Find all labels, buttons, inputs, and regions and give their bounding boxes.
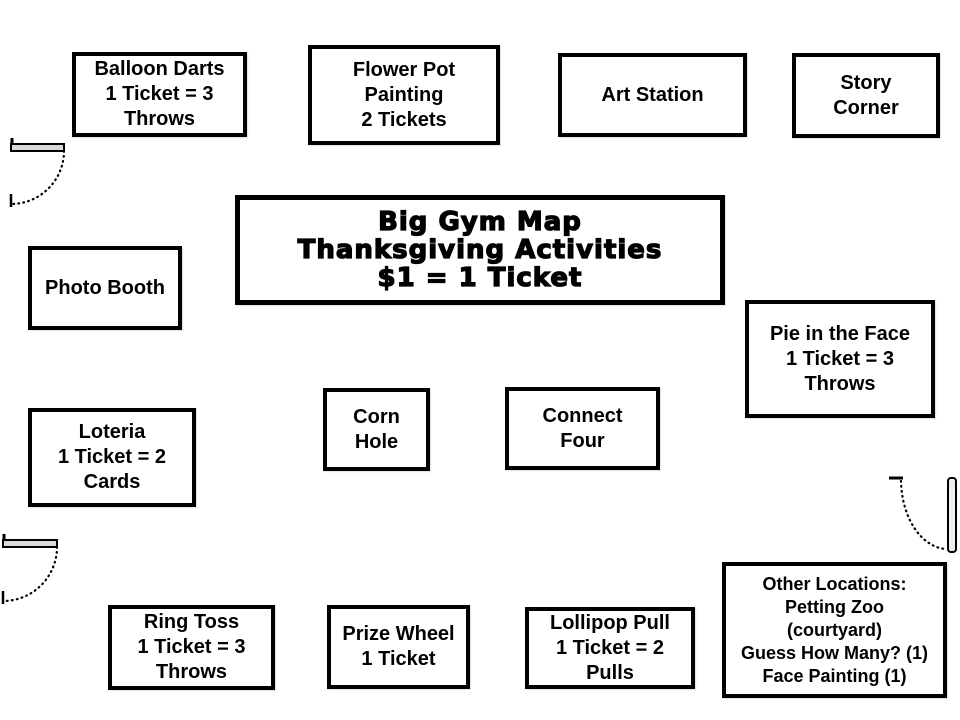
station-label: Ring Toss 1 Ticket = 3 Throws (137, 611, 246, 683)
door-swing-icon-top-left (0, 130, 80, 215)
map-title-text: Big Gym Map Thanksgiving Activities $1 =… (297, 207, 663, 293)
other-locations-note: Other Locations: Petting Zoo (courtyard)… (722, 562, 947, 698)
station-lollipop-pull: Lollipop Pull 1 Ticket = 2 Pulls (525, 607, 695, 689)
station-label: Prize Wheel 1 Ticket (342, 623, 455, 670)
station-corn-hole: Corn Hole (323, 388, 430, 471)
map-title: Big Gym Map Thanksgiving Activities $1 =… (235, 195, 725, 305)
station-ring-toss: Ring Toss 1 Ticket = 3 Throws (108, 605, 275, 690)
station-label: Art Station (601, 83, 704, 106)
station-pie-in-the-face: Pie in the Face 1 Ticket = 3 Throws (745, 300, 935, 418)
station-label: Balloon Darts 1 Ticket = 3 Throws (94, 58, 225, 130)
station-art-station: Art Station (558, 53, 747, 137)
station-label: Flower Pot Painting 2 Tickets (352, 58, 456, 131)
station-label: Lollipop Pull 1 Ticket = 2 Pulls (550, 611, 670, 684)
station-connect-four: Connect Four (505, 387, 660, 470)
station-flower-pot-painting: Flower Pot Painting 2 Tickets (308, 45, 500, 145)
door-swing-icon-bottom-left (0, 528, 80, 613)
station-label: Connect Four (542, 404, 623, 452)
other-locations-text: Other Locations: Petting Zoo (courtyard)… (740, 573, 929, 686)
station-prize-wheel: Prize Wheel 1 Ticket (327, 605, 470, 689)
door-swing-icon-right (875, 462, 960, 562)
station-label: Pie in the Face 1 Ticket = 3 Throws (769, 322, 911, 395)
station-photo-booth: Photo Booth (28, 246, 182, 330)
station-label: Corn Hole (353, 405, 400, 453)
station-label: Story Corner (833, 71, 899, 119)
station-story-corner: Story Corner (792, 53, 940, 138)
station-loteria: Loteria 1 Ticket = 2 Cards (28, 408, 196, 507)
station-label: Loteria 1 Ticket = 2 Cards (57, 421, 167, 493)
station-label: Photo Booth (45, 276, 165, 299)
station-balloon-darts: Balloon Darts 1 Ticket = 3 Throws (72, 52, 247, 137)
